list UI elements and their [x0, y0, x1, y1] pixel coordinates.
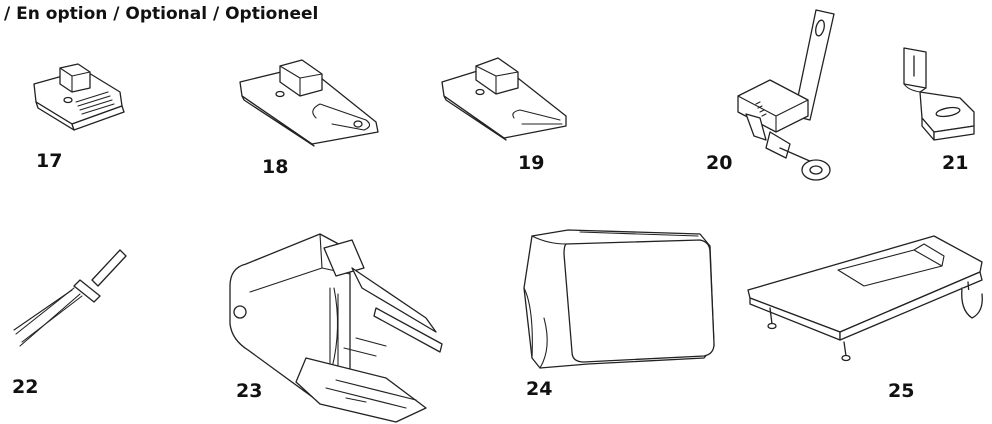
- hemmer-foot-icon: [236, 60, 386, 146]
- blind-stitch-foot-icon: [900, 46, 978, 140]
- item-number-21: 21: [942, 152, 969, 174]
- item-number-24: 24: [526, 378, 553, 400]
- dust-cover-icon: [518, 228, 718, 378]
- item-number-19: 19: [518, 152, 545, 174]
- quilting-guide-foot-icon: [730, 8, 842, 190]
- zipper-foot-icon: [440, 56, 572, 140]
- presser-foot-icon: [28, 62, 128, 134]
- item-number-23: 23: [236, 380, 263, 402]
- item-number-18: 18: [262, 156, 289, 178]
- extension-table-icon: [744, 232, 988, 364]
- twin-needle-icon: [10, 246, 130, 350]
- item-number-22: 22: [12, 376, 39, 398]
- item-number-25: 25: [888, 380, 915, 402]
- item-number-17: 17: [36, 150, 63, 172]
- section-heading: / En option / Optional / Optioneel: [4, 4, 319, 24]
- walking-foot-icon: [226, 228, 456, 424]
- item-number-20: 20: [706, 152, 733, 174]
